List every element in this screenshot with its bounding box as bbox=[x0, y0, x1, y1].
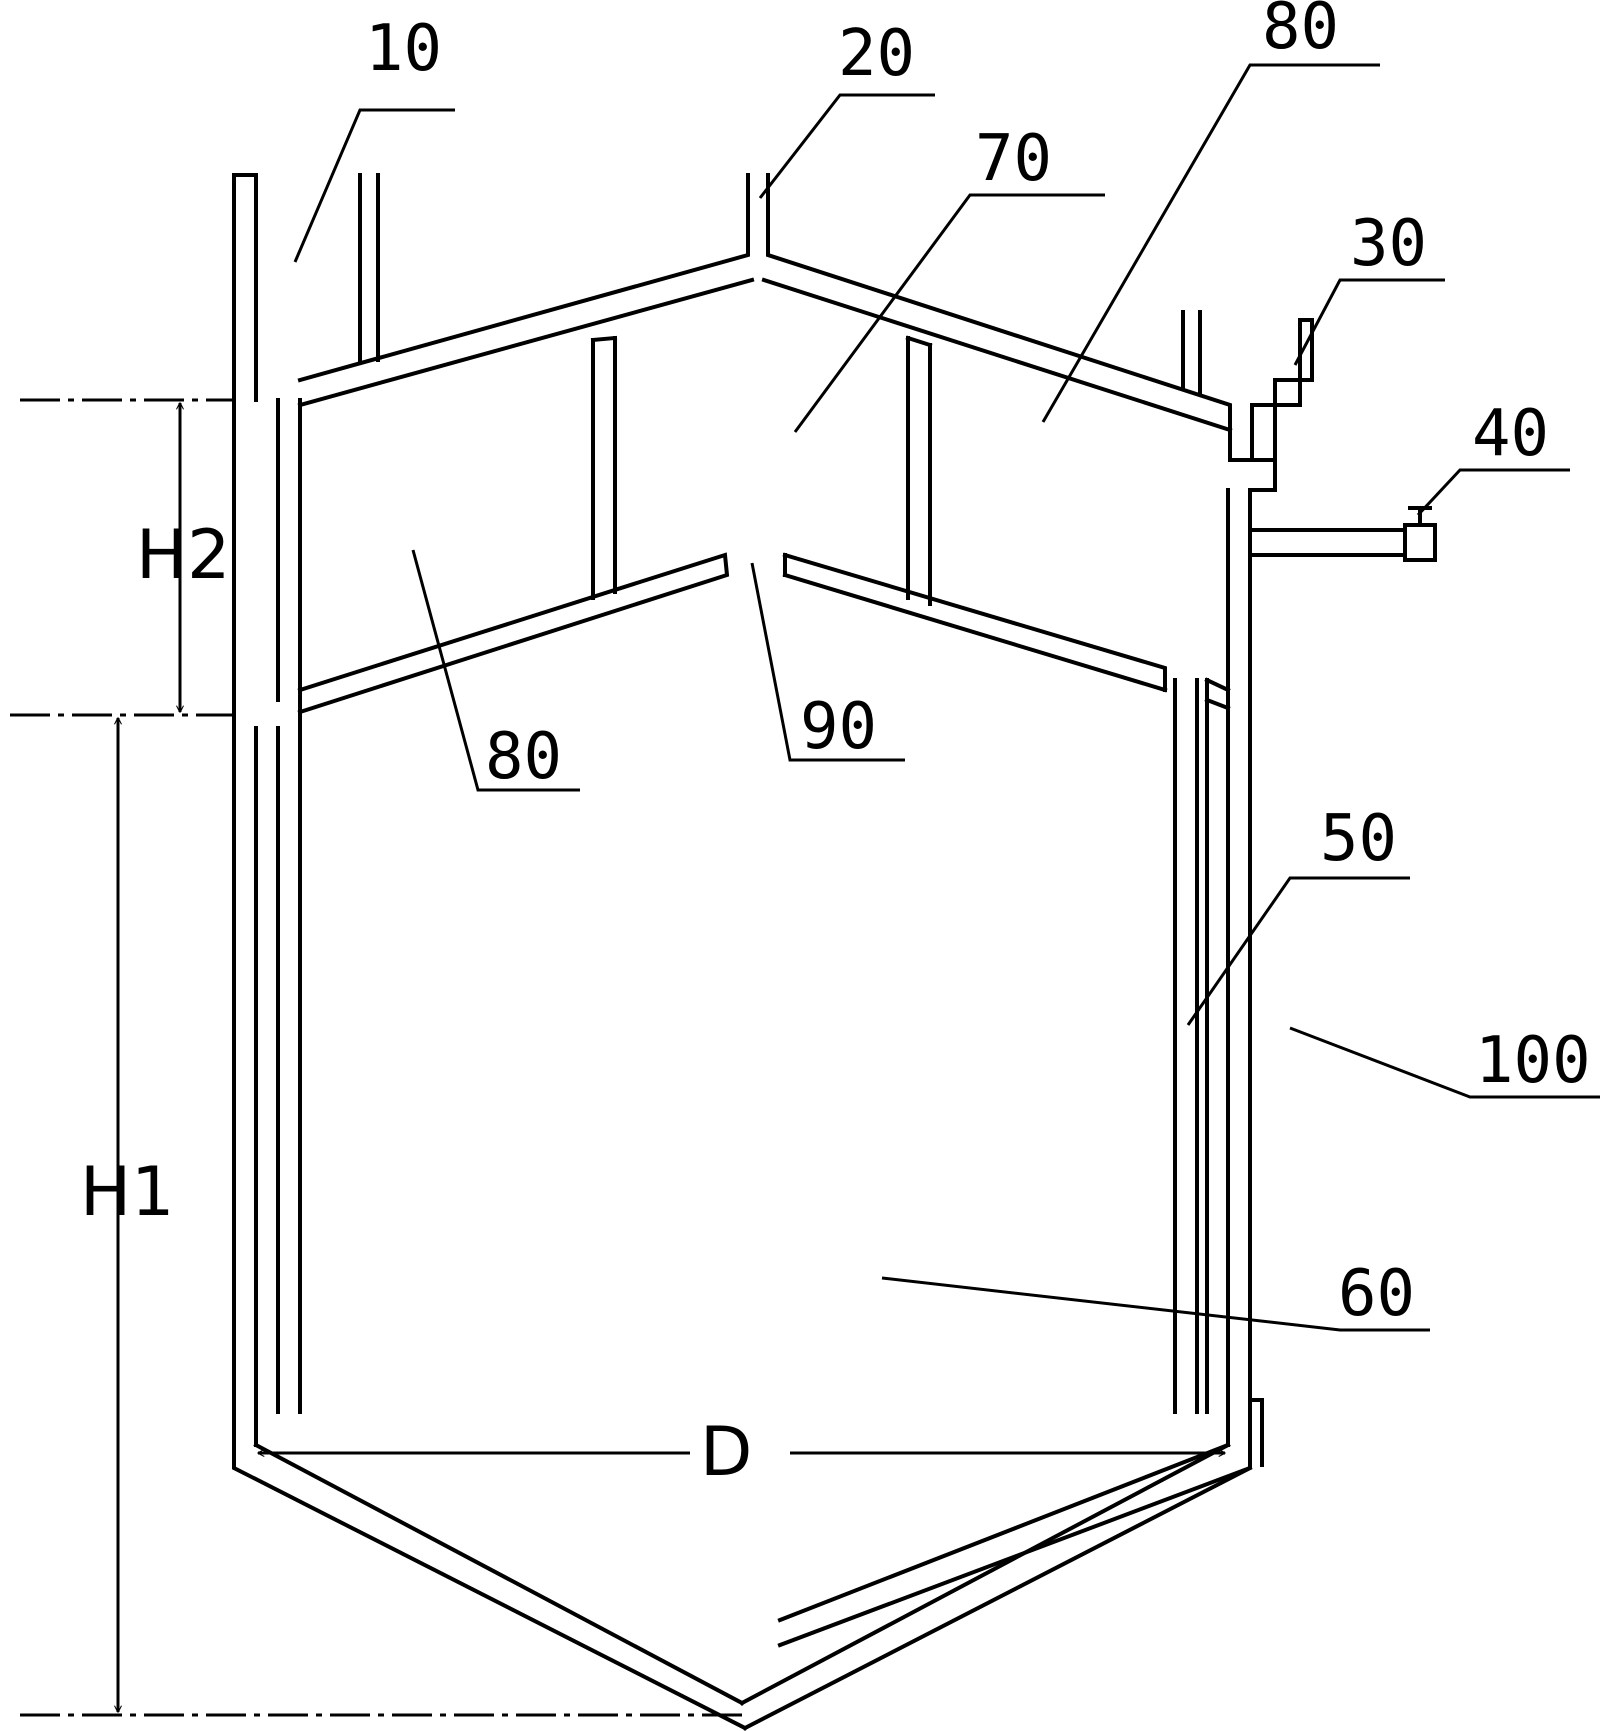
dimension-d-label: D bbox=[700, 1413, 752, 1492]
leader-lines bbox=[293, 63, 1600, 1332]
label-30: 30 bbox=[1350, 207, 1427, 281]
top-cover bbox=[297, 173, 1314, 492]
label-90: 90 bbox=[800, 690, 877, 764]
label-60: 60 bbox=[1338, 1257, 1415, 1331]
dimension-h1-label: H1 bbox=[80, 1153, 174, 1232]
label-80-top: 80 bbox=[1262, 0, 1339, 64]
label-80-mid: 80 bbox=[485, 720, 562, 794]
label-70: 70 bbox=[975, 122, 1052, 196]
label-50: 50 bbox=[1320, 802, 1397, 876]
inner-shell bbox=[276, 398, 1264, 1648]
label-100: 100 bbox=[1475, 1024, 1591, 1098]
label-40: 40 bbox=[1472, 397, 1549, 471]
label-10: 10 bbox=[365, 12, 442, 86]
dimension-lines bbox=[10, 398, 1225, 1717]
label-20: 20 bbox=[838, 17, 915, 91]
outlet-pipe bbox=[1248, 506, 1437, 562]
separator-baffles bbox=[297, 335, 1231, 715]
dimension-h2-label: H2 bbox=[136, 516, 230, 595]
